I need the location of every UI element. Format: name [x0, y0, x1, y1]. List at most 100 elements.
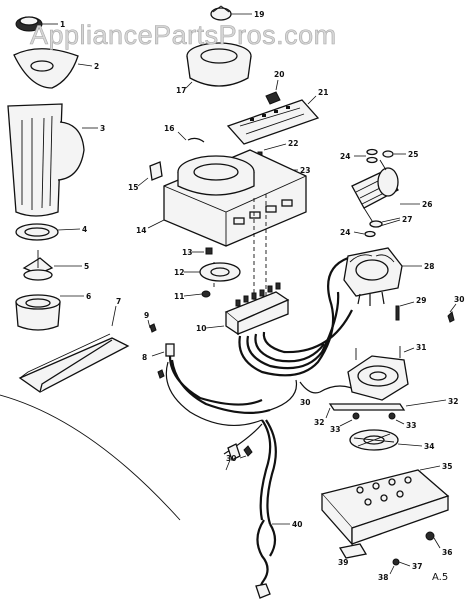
callout-17: 17: [176, 86, 186, 95]
leader-21: [307, 95, 317, 105]
callout-31: 31: [416, 343, 426, 352]
callout-15: 15: [128, 183, 138, 192]
watermark: AppliancePartsPros.com: [30, 20, 337, 50]
callout-32b: 32: [314, 418, 324, 427]
leader-29: [399, 301, 415, 307]
leader-7: [111, 305, 117, 327]
part-28-motor-field[interactable]: [343, 247, 403, 306]
part-3-jar[interactable]: [7, 103, 85, 217]
part-4-gasket[interactable]: [15, 223, 59, 241]
callout-22: 22: [288, 139, 298, 148]
part-1-cap[interactable]: [15, 16, 43, 32]
part-7-tray[interactable]: [18, 333, 130, 393]
leader-38: [389, 565, 395, 575]
part-39-bracket[interactable]: [227, 443, 241, 461]
part-36-foot[interactable]: [425, 531, 435, 541]
part-13-screw[interactable]: [205, 247, 213, 255]
part-33-screws[interactable]: [352, 412, 396, 420]
callout-30c: 30: [226, 454, 236, 463]
part-20-clip[interactable]: [265, 91, 281, 105]
leader-37: [398, 561, 411, 567]
callout-40: 40: [292, 520, 302, 529]
part-31-motor-mount[interactable]: [347, 346, 409, 401]
part-25-bearing[interactable]: [382, 150, 394, 158]
leader-34: [397, 443, 423, 447]
leader-17: [185, 81, 193, 89]
part-29-screw[interactable]: [395, 305, 400, 321]
callout-39: 39: [338, 558, 348, 567]
part-32-bar[interactable]: [328, 403, 406, 411]
part-14-housing[interactable]: [163, 149, 307, 247]
part-30-screw-lower-left[interactable]: [243, 445, 253, 457]
leader-31: [403, 347, 415, 353]
callout-27: 27: [402, 215, 412, 224]
wiring-harness: [165, 256, 361, 525]
leader-20: [275, 79, 279, 91]
part-10-terminal-block[interactable]: [224, 282, 290, 336]
part-21-control-panel[interactable]: [226, 99, 320, 145]
callout-4: 4: [82, 225, 87, 234]
figure-label: A.5: [432, 572, 448, 583]
leader-10: [205, 325, 225, 329]
callout-2: 2: [94, 62, 99, 71]
callout-35: 35: [442, 462, 452, 471]
leader-27b: [379, 219, 401, 227]
leader-33a: [339, 419, 353, 427]
part-9b-screw[interactable]: [157, 369, 165, 379]
callout-30a: 30: [454, 295, 464, 304]
part-38-label[interactable]: [338, 543, 368, 559]
part-37-screw[interactable]: [392, 558, 400, 566]
callout-11: 11: [174, 292, 184, 301]
leader-24b: [353, 231, 365, 235]
callout-29: 29: [416, 296, 426, 305]
callout-8: 8: [142, 353, 147, 362]
part-26-armature[interactable]: [351, 159, 399, 225]
part-9-screw[interactable]: [149, 323, 157, 333]
callout-5: 5: [84, 262, 89, 271]
callout-13: 13: [182, 248, 192, 257]
callout-6: 6: [86, 292, 91, 301]
part-30-screw-right[interactable]: [447, 311, 455, 323]
part-8-connector[interactable]: [165, 343, 175, 357]
part-35-base-plate[interactable]: [320, 469, 450, 546]
callout-7: 7: [116, 297, 121, 306]
callout-34: 34: [424, 442, 434, 451]
callout-16: 16: [164, 124, 174, 133]
callout-33b: 33: [406, 421, 416, 430]
part-40-power-cord[interactable]: [255, 519, 277, 599]
callout-9: 9: [144, 311, 149, 320]
callout-24a: 24: [340, 152, 350, 161]
part-24-washer[interactable]: [366, 148, 378, 164]
callout-30b: 30: [300, 398, 310, 407]
leader-9: [147, 319, 151, 329]
leader-30c: [239, 455, 247, 459]
part-15-switch[interactable]: [149, 161, 163, 181]
callout-23: 23: [300, 166, 310, 175]
callout-1: 1: [60, 20, 65, 29]
leader-16: [177, 131, 187, 141]
leader-4: [57, 228, 81, 231]
part-24b-washer[interactable]: [364, 230, 376, 238]
callout-3: 3: [100, 124, 105, 133]
callout-33a: 33: [330, 425, 340, 434]
part-17-coupler[interactable]: [186, 42, 252, 87]
part-34-coupling[interactable]: [349, 429, 399, 451]
part-6-base-ring[interactable]: [15, 294, 61, 331]
part-27-fan[interactable]: [369, 220, 383, 228]
part-16-spring[interactable]: [187, 137, 205, 143]
leader-2: [77, 63, 93, 67]
part-19-knob[interactable]: [210, 5, 232, 21]
leader-39: [225, 459, 231, 471]
part-11-washer[interactable]: [201, 290, 211, 298]
background-arc: [0, 394, 181, 521]
callout-36: 36: [442, 548, 452, 557]
callout-21: 21: [318, 88, 328, 97]
part-12-bearing[interactable]: [199, 262, 241, 282]
callout-24b: 24: [340, 228, 350, 237]
callout-26: 26: [422, 200, 432, 209]
part-2-lid[interactable]: [13, 48, 79, 89]
leader-30a: [449, 303, 457, 313]
part-5-blade[interactable]: [22, 250, 54, 281]
leader-11: [183, 293, 203, 297]
